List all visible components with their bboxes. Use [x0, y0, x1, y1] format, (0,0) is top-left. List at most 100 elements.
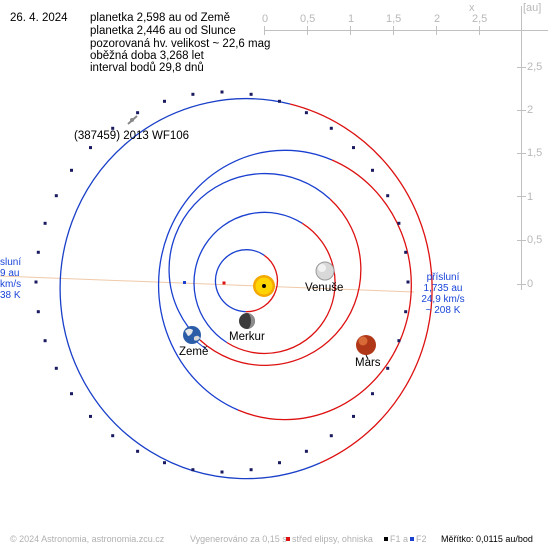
mars-icon [356, 335, 376, 360]
asteroid-point [220, 90, 224, 94]
asteroid-point [220, 470, 224, 474]
info-magnitude: pozorovaná hv. velikost ~ 22,6 mag [90, 38, 271, 50]
asteroid-point [278, 99, 281, 103]
x-tick-label: 2,5 [472, 13, 488, 25]
asteroid-point [34, 280, 38, 284]
x-tick-label: 0,5 [300, 13, 316, 25]
perihelion-temperature: ~ 208 K [425, 305, 461, 316]
info-interval: interval bodů 29,8 dnů [90, 62, 204, 74]
y-tick-label: 2 [527, 104, 534, 116]
asteroid-point [111, 126, 115, 130]
venus-icon [315, 261, 335, 281]
asteroid-point [371, 392, 374, 396]
unit-label: [au] [523, 2, 542, 14]
perihelion-label: přísluní [426, 272, 460, 283]
planet-orbits [158, 149, 412, 421]
asteroid-point [371, 168, 374, 172]
asteroid-point [249, 468, 253, 472]
info-dist-sun: planetka 2,446 au od Slunce [90, 25, 236, 37]
asteroid-point [304, 449, 308, 453]
earth-orbit-red [199, 198, 362, 367]
x-axis-symbol: x [469, 2, 475, 14]
asteroid-orbit-red [289, 103, 433, 464]
ellipse-center-mark [222, 281, 226, 285]
asteroid-point [404, 250, 408, 254]
asteroid-point [386, 366, 390, 370]
f2-legend-marker [410, 537, 414, 541]
venus-label: Venuše [305, 282, 344, 294]
asteroid-point [89, 146, 92, 150]
asteroid-point [111, 434, 115, 438]
f1-legend-marker [384, 537, 388, 541]
center-legend: střed elipsy, ohniska [292, 534, 373, 544]
center-legend-marker [286, 537, 290, 541]
asteroid-point [89, 414, 92, 418]
venus-orbit-blue [193, 211, 303, 344]
y-tick-label: 0,5 [527, 234, 543, 246]
mercury-orbit-blue [214, 249, 265, 313]
perihelion-distance: 1,735 au [423, 283, 463, 294]
mars-orbit-red [237, 159, 412, 421]
x-ticks [264, 26, 522, 35]
asteroid-point [191, 468, 195, 472]
y-tick-label: 1 [527, 191, 534, 203]
date-label: 26. 4. 2024 [10, 12, 68, 24]
asteroid-point [352, 146, 355, 150]
x-tick-label: 2 [434, 13, 441, 25]
asteroid-point [329, 126, 333, 130]
asteroid-point [136, 449, 140, 453]
info-dist-earth: planetka 2,598 au od Země [90, 12, 231, 24]
asteroid-position-points [34, 90, 410, 474]
asteroid-orbit [59, 97, 433, 480]
asteroid-point [36, 310, 40, 314]
generation-time: Vygenerováno za 0,15 s [190, 534, 287, 544]
asteroid-point [386, 194, 390, 198]
aphelion-temperature: 38 K [0, 290, 21, 301]
x-tick-label: 1,5 [386, 13, 402, 25]
y-ticks [517, 67, 526, 285]
asteroid-point [191, 92, 195, 96]
earth-icon [183, 326, 208, 351]
asteroid-point [304, 111, 308, 115]
asteroid-point [329, 434, 333, 438]
y-tick-label: 2,5 [527, 61, 543, 73]
axes [264, 6, 548, 290]
venus-orbit-red [226, 222, 336, 355]
asteroid-point [136, 111, 140, 115]
copyright-link[interactable]: © 2024 Astronomia, astronomia.zcu.cz [10, 534, 165, 544]
mercury-icon [239, 313, 255, 329]
earth-label: Země [179, 346, 209, 358]
asteroid-point [404, 310, 408, 314]
asteroid-point [70, 392, 73, 396]
asteroid-point [249, 92, 253, 96]
asteroid-point [397, 221, 401, 225]
focus-f2-mark [183, 281, 186, 284]
asteroid-point [163, 99, 166, 103]
asteroid-point [54, 366, 58, 370]
scale-label: Měřítko: 0,0115 au/bod [441, 534, 533, 544]
asteroid-point [36, 250, 40, 254]
mars-orbit-blue [158, 149, 333, 411]
x-tick-label: 1 [348, 13, 355, 25]
asteroid-orbit-blue [59, 97, 321, 480]
asteroid-point [352, 414, 355, 418]
mars-label: Mars [355, 357, 381, 369]
apsidal-line [0, 275, 415, 293]
y-tick-label: 0 [527, 278, 534, 290]
perihelion-velocity: 24,9 km/s [421, 294, 465, 305]
aphelion-distance: 9 au [0, 268, 20, 279]
asteroid-point [397, 339, 401, 343]
asteroid-point [43, 339, 47, 343]
mercury-label: Merkur [229, 331, 265, 343]
y-tick-label: 1,5 [527, 147, 543, 159]
asteroid-point [163, 461, 166, 465]
asteroid-point [54, 194, 58, 198]
asteroid-point [70, 168, 73, 172]
sun-icon [253, 275, 275, 297]
f2-legend: F2 [416, 534, 427, 544]
f1-legend: F1 a [390, 534, 409, 544]
asteroid-point [278, 461, 281, 465]
info-period: oběžná doba 3,268 let [90, 50, 204, 62]
